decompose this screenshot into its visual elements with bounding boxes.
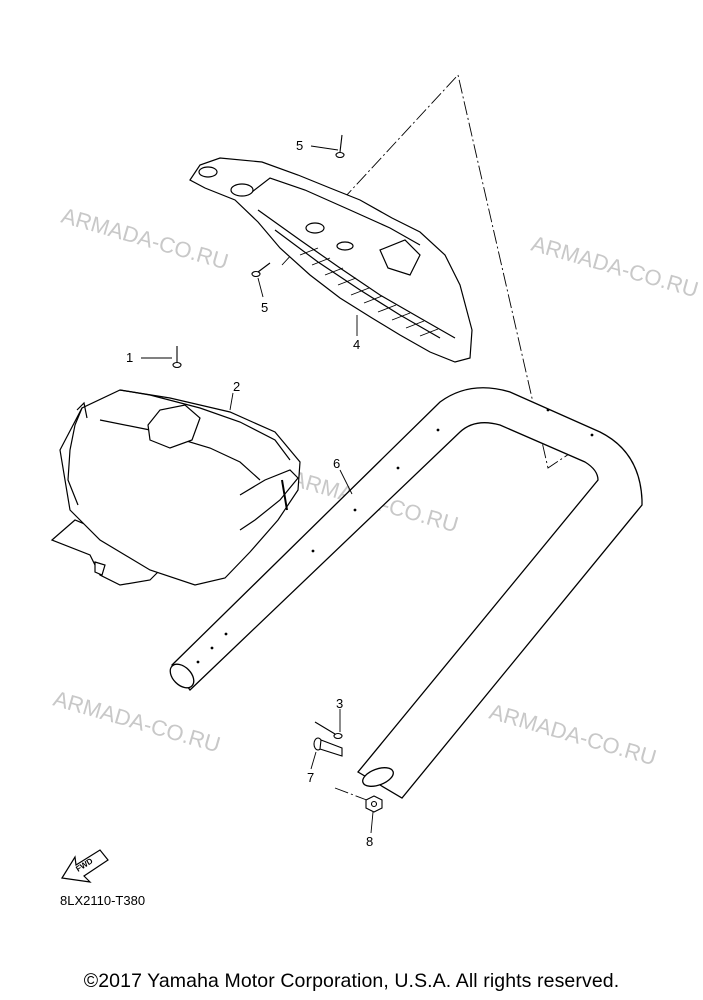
callout-1: 1 — [126, 350, 133, 365]
watermark: ARMADA-CO.RU — [487, 699, 660, 771]
part-4-carrier-rack — [189, 157, 473, 363]
leader-lines — [141, 145, 374, 834]
copyright-notice: ©2017 Yamaha Motor Corporation, U.S.A. A… — [83, 970, 620, 992]
fwd-arrow-icon: FWD — [61, 849, 109, 883]
part-2-storage-bag — [50, 389, 301, 586]
part-6-bumper-tube — [169, 387, 643, 799]
part-7-bolt — [313, 737, 343, 757]
watermark: ARMADA-CO.RU — [59, 203, 232, 275]
callout-4: 4 — [353, 337, 360, 352]
callout-6: 6 — [333, 456, 340, 471]
callout-7: 7 — [307, 770, 314, 785]
watermark: ARMADA-CO.RU — [51, 686, 224, 758]
callouts: 1 2 3 4 5 5 6 7 8 — [126, 138, 373, 849]
callout-2: 2 — [233, 379, 240, 394]
callout-5: 5 — [296, 138, 303, 153]
callout-8: 8 — [366, 834, 373, 849]
part-3-rivet — [314, 721, 343, 740]
drawing-code: 8LX2110-T380 — [60, 893, 146, 908]
callout-3: 3 — [336, 696, 343, 711]
part-1-fastener — [172, 346, 182, 369]
part-5-rivet — [251, 134, 345, 278]
callout-5: 5 — [261, 300, 268, 315]
watermark: ARMADA-CO.RU — [529, 231, 702, 303]
part-8-nut — [365, 795, 383, 813]
